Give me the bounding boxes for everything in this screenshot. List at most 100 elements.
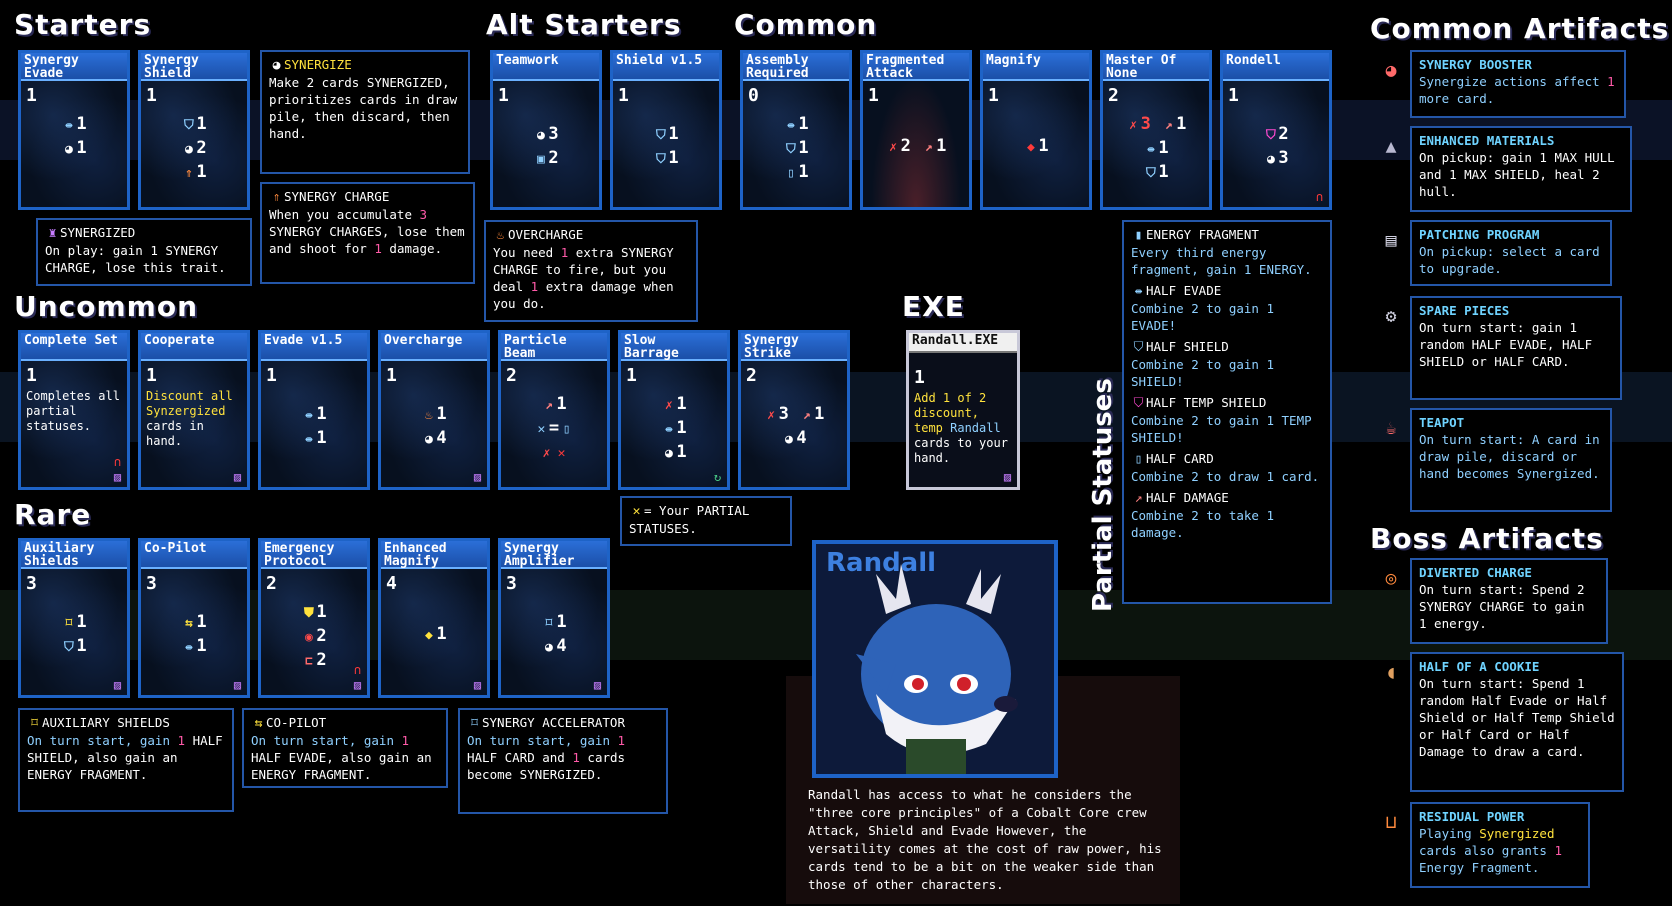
card-fragmented-attack[interactable]: Fragmented Attack 1 ✗2 ↗1	[860, 50, 972, 210]
card-cost: 2	[266, 573, 277, 594]
card-master-of-none[interactable]: Master Of None 2 ✗3 ↗1 ⇼1 ⛉1	[1100, 50, 1212, 210]
action-value: 2	[316, 626, 327, 646]
exhaust-icon: ▨	[473, 678, 482, 692]
artifact-title: DIVERTED CHARGE	[1419, 565, 1532, 580]
card-auxiliary-shields[interactable]: Auxiliary Shields 3 ⌑1 ⛉1 ▨	[18, 538, 130, 698]
half-evade-icon: ⇼	[184, 640, 193, 655]
half-evade-icon: ⇼	[664, 422, 673, 437]
teapot-icon: ☕	[1385, 418, 1397, 439]
tooltip-value: 3	[419, 207, 428, 222]
synergize-icon: ◕	[544, 640, 553, 655]
half-evade-icon: ⇼	[304, 408, 313, 423]
card-title: Synergy Amplifier	[501, 541, 607, 569]
action-value: 1	[196, 114, 207, 134]
card-title: Slow Barrage	[621, 333, 727, 361]
card-cost: 4	[386, 573, 397, 594]
card-cooperate[interactable]: Cooperate 1 Discount all Synzergized car…	[138, 330, 250, 490]
card-assembly-required[interactable]: Assembly Required 0 ⇼1 ⛉1 ▯1	[740, 50, 852, 210]
artifact-title: SYNERGY BOOSTER	[1419, 57, 1532, 72]
partial-text: Combine 2 to take 1 damage.	[1131, 508, 1274, 540]
heading-boss-artifacts: Boss Artifacts	[1370, 522, 1604, 555]
card-co-pilot[interactable]: Co-Pilot 3 ⇆1 ⇼1 ▨	[138, 538, 250, 698]
card-title: Complete Set	[21, 333, 127, 361]
heading-exe: EXE	[902, 290, 965, 323]
card-evade-v15[interactable]: Evade v1.5 1 ⇼1 ⇼1	[258, 330, 370, 490]
card-synergy-evade[interactable]: Synergy Evade 1 ⇼1 ◕1	[18, 50, 130, 210]
half-evade-icon: ⇼	[304, 432, 313, 447]
artifact-text: more card.	[1419, 91, 1495, 106]
action-value: 2	[316, 650, 327, 670]
attack-icon: ✗	[1129, 118, 1138, 133]
action-value: 3	[1278, 148, 1289, 168]
tooltip-title: SYNERGY ACCELERATOR	[482, 715, 625, 730]
enhanced-materials-icon: ▲	[1385, 136, 1397, 157]
card-synergy-amplifier[interactable]: Synergy Amplifier 3 ⌑1 ◕4 ▨	[498, 538, 610, 698]
action-value: 2	[196, 138, 207, 158]
action-value: 1	[676, 442, 687, 462]
action-value: 1	[676, 418, 687, 438]
half-damage-icon: ↗	[802, 408, 811, 423]
partial-title: ENERGY FRAGMENT	[1146, 227, 1259, 242]
card-complete-set[interactable]: Complete Set 1 Completes all partial sta…	[18, 330, 130, 490]
card-magnify[interactable]: Magnify 1 ◆1	[980, 50, 1092, 210]
partial-title: HALF CARD	[1146, 451, 1214, 466]
card-cost: 1	[1228, 85, 1239, 106]
card-title: Overcharge	[381, 333, 487, 361]
artifact-text: On turn start: A card in draw pile, disc…	[1419, 432, 1600, 481]
card-emergency-protocol[interactable]: Emergency Protocol 2 ⛊1 ◉2 ⊏2 ∩ ▨	[258, 538, 370, 698]
card-cost: 1	[386, 365, 397, 386]
card-title: Cooperate	[141, 333, 247, 361]
artifact-title: RESIDUAL POWER	[1419, 809, 1525, 824]
action-value: 1	[1158, 162, 1169, 182]
card-shield-v15[interactable]: Shield v1.5 1 ⛉1 ⛉1	[610, 50, 722, 210]
card-teamwork[interactable]: Teamwork 1 ◕3 ▣2	[490, 50, 602, 210]
action-value: 2	[1278, 124, 1289, 144]
card-cost: 3	[26, 573, 37, 594]
tooltip-value: 1	[401, 733, 410, 748]
synergize-icon: ◕	[664, 446, 673, 461]
card-overcharge[interactable]: Overcharge 1 ♨1 ◕4 ▨	[378, 330, 490, 490]
card-rondell[interactable]: Rondell 1 ⛉2 ◕3 ∩	[1220, 50, 1332, 210]
residual-power-icon: ⊔	[1385, 812, 1397, 833]
card-particle-beam[interactable]: Particle Beam 2 ↗1 ✕=▯ ✗✕	[498, 330, 610, 490]
tooltip-title: CO-PILOT	[266, 715, 327, 730]
tooltip-title: SYNERGIZE	[284, 57, 352, 72]
artifact-text: Synergize actions affect	[1419, 74, 1608, 89]
partial-title: HALF EVADE	[1146, 283, 1222, 298]
card-synergy-strike[interactable]: Synergy Strike 2 ✗3 ↗1 ◕4	[738, 330, 850, 490]
card-slow-barrage[interactable]: Slow Barrage 1 ✗1 ⇼1 ◕1 ↻	[618, 330, 730, 490]
card-synergy-shield[interactable]: Synergy Shield 1 ⛉1 ◕2 ⇑1	[138, 50, 250, 210]
spare-pieces-icon: ⚙	[1385, 306, 1397, 327]
action-value: 1	[76, 636, 87, 656]
half-evade-icon: ⇼	[1146, 142, 1155, 157]
card-cost: 1	[266, 365, 277, 386]
card-enhanced-magnify[interactable]: Enhanced Magnify 4 ◆1 ▨	[378, 538, 490, 698]
partial-status-icon: ✕	[557, 446, 566, 461]
half-card-icon: ▯	[562, 422, 571, 437]
energy-fragment-icon: ▮	[1134, 228, 1143, 243]
half-evade-icon: ⇼	[64, 118, 73, 133]
card-title: Synergy Shield	[141, 53, 247, 81]
card-cost: 2	[506, 365, 517, 386]
synergy-booster-icon: ◕	[1385, 60, 1397, 81]
action-value: =	[548, 418, 560, 438]
cookie-icon: ◖	[1385, 662, 1397, 683]
artifact-text: Synergized	[1479, 826, 1555, 841]
tooltip-text: SYNERGY CHARGES, lose them and shoot for	[269, 224, 465, 256]
action-value: 1	[668, 124, 679, 144]
synergize-icon: ◕	[536, 128, 545, 143]
action-value: 1	[436, 624, 447, 644]
action-value: 1	[76, 612, 87, 632]
artifact-half-of-a-cookie: HALF OF A COOKIE On turn start: Spend 1 …	[1410, 652, 1624, 792]
attack-icon: ✗	[767, 408, 776, 423]
card-cost: 2	[1108, 85, 1119, 106]
artifact-text: On turn start: gain 1 random HALF EVADE,…	[1419, 320, 1593, 369]
card-cost: 1	[498, 85, 509, 106]
tooltip-value: 1	[617, 733, 626, 748]
half-damage-icon: ↗	[924, 140, 933, 155]
action-value: 2	[548, 148, 559, 168]
